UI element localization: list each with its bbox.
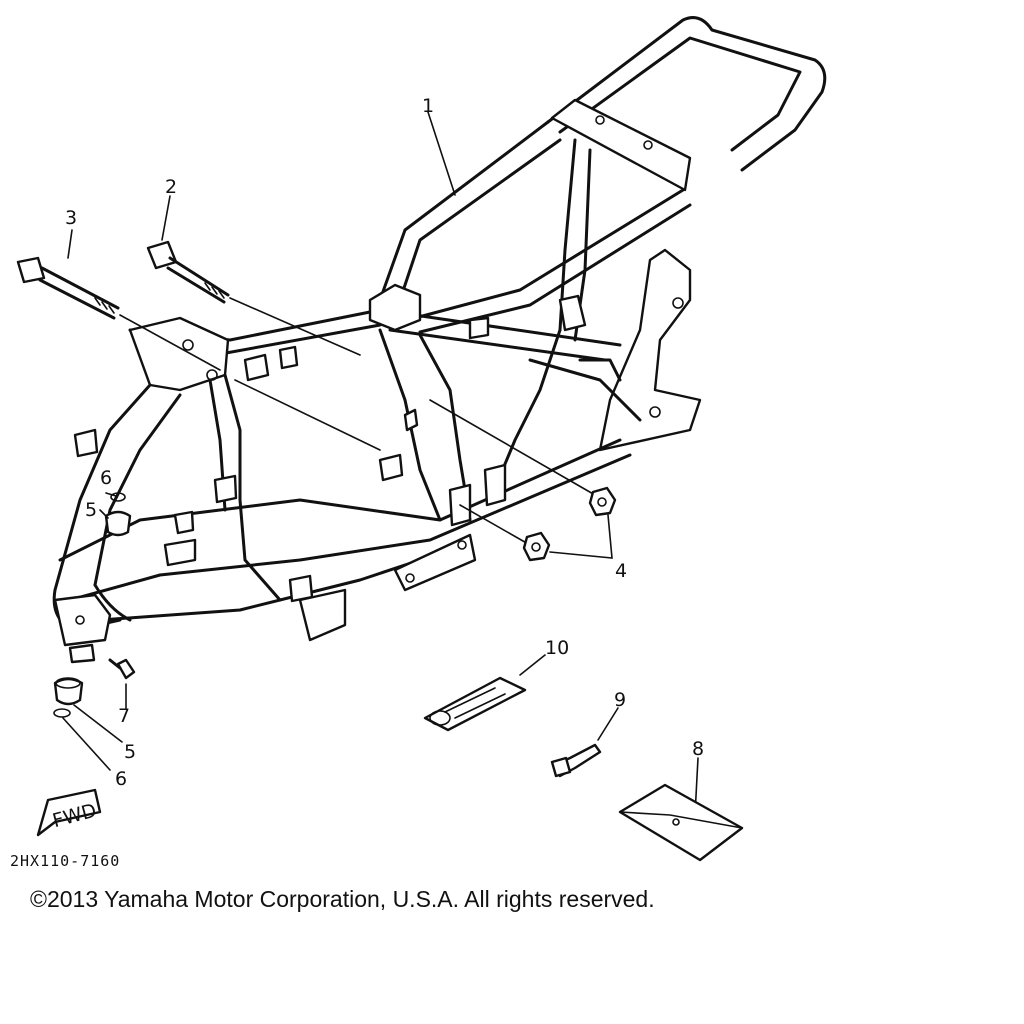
washer-part-6-upper bbox=[110, 492, 126, 502]
callout-4: 4 bbox=[615, 560, 627, 582]
bolt-part-3 bbox=[16, 256, 120, 320]
grommet-part-5-upper bbox=[104, 510, 132, 537]
diagram-code: 2HX110-7160 bbox=[10, 852, 120, 870]
washer-part-6-lower bbox=[53, 708, 71, 718]
callout-10: 10 bbox=[545, 637, 569, 659]
callout-6-upper: 6 bbox=[100, 467, 112, 489]
callout-2: 2 bbox=[165, 176, 177, 198]
nut-part-4-lower bbox=[522, 531, 551, 562]
callout-6-lower: 6 bbox=[115, 768, 127, 790]
callout-8: 8 bbox=[692, 738, 704, 760]
callout-9: 9 bbox=[614, 689, 626, 711]
tool-bag-part-10 bbox=[423, 676, 527, 732]
callout-7: 7 bbox=[118, 705, 130, 727]
bolt-part-2 bbox=[146, 240, 230, 304]
callout-1: 1 bbox=[422, 95, 434, 117]
clip-part-9 bbox=[550, 743, 602, 778]
callout-5-lower: 5 bbox=[124, 741, 136, 763]
screw-part-7 bbox=[108, 658, 136, 680]
grommet-part-5-lower bbox=[53, 677, 84, 706]
copyright-notice: ©2013 Yamaha Motor Corporation, U.S.A. A… bbox=[30, 886, 655, 912]
callout-3: 3 bbox=[65, 207, 77, 229]
owners-manual-part-8 bbox=[618, 783, 744, 862]
frame-assembly bbox=[52, 16, 827, 647]
nut-part-4-upper bbox=[588, 486, 617, 517]
callout-5-upper: 5 bbox=[85, 499, 97, 521]
fwd-arrow-icon: FWD bbox=[36, 788, 102, 837]
